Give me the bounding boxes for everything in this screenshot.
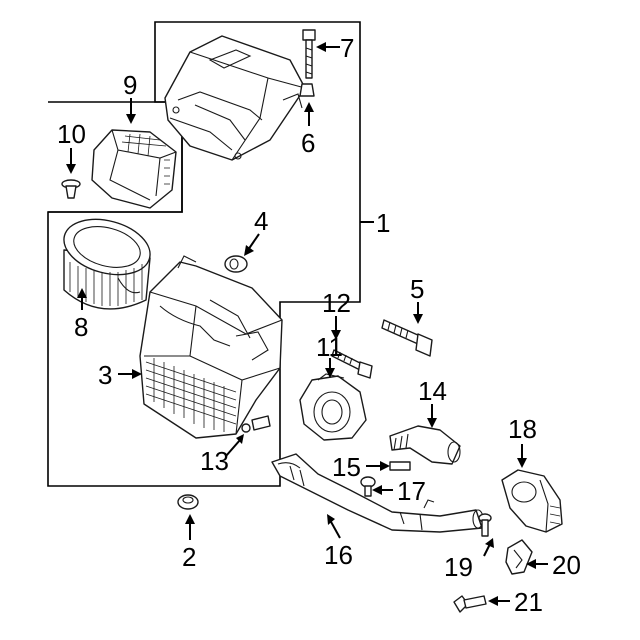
callout-1: 1 — [376, 208, 390, 238]
leader-arrows — [66, 42, 548, 606]
callout-3: 3 — [98, 360, 112, 390]
grommet-2 — [177, 494, 199, 510]
lower-housing-3 — [139, 255, 283, 439]
callout-13: 13 — [200, 446, 229, 476]
mass-airflow-housing-11 — [299, 373, 367, 441]
bolt-21 — [453, 595, 487, 613]
upper-housing-cover — [164, 35, 306, 161]
callout-4: 4 — [254, 206, 268, 236]
callout-10: 10 — [57, 119, 86, 149]
sensor-13 — [241, 415, 271, 433]
callout-5: 5 — [410, 274, 424, 304]
callout-11: 11 — [316, 332, 343, 362]
callout-21: 21 — [514, 587, 543, 617]
callout-15: 15 — [332, 452, 361, 482]
resonator-9 — [91, 129, 177, 209]
pushpin-10 — [61, 179, 81, 199]
resonator-18 — [501, 469, 563, 533]
callout-12: 12 — [322, 288, 351, 318]
bolt-5 — [381, 319, 433, 357]
callout-9: 9 — [123, 70, 137, 100]
callout-19: 19 — [444, 552, 473, 582]
callout-14: 14 — [418, 376, 447, 406]
clamp-20 — [505, 539, 533, 575]
callout-8: 8 — [74, 312, 88, 342]
callout-2: 2 — [182, 542, 196, 572]
filter-element-8 — [63, 218, 151, 310]
clip-6 — [299, 83, 315, 97]
bolt-7 — [302, 29, 316, 79]
callout-18: 18 — [508, 414, 537, 444]
callout-7: 7 — [340, 33, 354, 63]
bolt-17 — [360, 476, 376, 497]
hose-14 — [389, 425, 461, 465]
callout-6: 6 — [301, 128, 315, 158]
bolt-19 — [478, 513, 492, 537]
callout-16: 16 — [324, 540, 353, 570]
bolt-15 — [389, 461, 411, 471]
callout-20: 20 — [552, 550, 581, 580]
bolt-12 — [331, 349, 373, 379]
grommet-4 — [224, 255, 248, 273]
inset-box-9 — [48, 101, 183, 213]
callout-17: 17 — [397, 476, 426, 506]
